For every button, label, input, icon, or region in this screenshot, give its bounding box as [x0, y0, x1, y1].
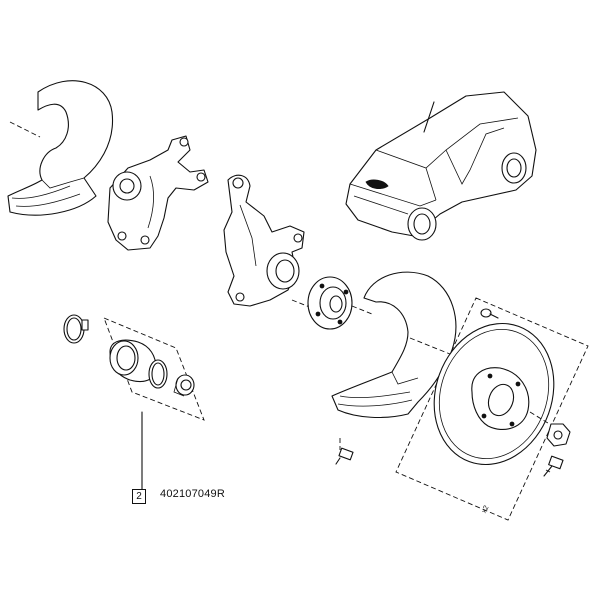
center-steering-knuckle — [223, 174, 305, 307]
hub-nut — [546, 423, 571, 447]
callout-number-box: 2 — [132, 489, 146, 504]
disc-screw-top — [480, 308, 499, 319]
left-dust-shield — [7, 80, 114, 216]
brake-disc-group — [395, 297, 589, 521]
part-reference-number: 402107049R — [160, 488, 226, 500]
right-dust-shield — [331, 271, 471, 418]
shield-screw — [335, 438, 354, 465]
vehicle-locator — [345, 91, 537, 241]
wheel-hub — [291, 276, 373, 330]
wheel-bolt — [543, 455, 564, 477]
snap-ring — [63, 314, 89, 344]
left-steering-knuckle — [107, 135, 209, 251]
bearing-kit-group — [103, 317, 205, 490]
